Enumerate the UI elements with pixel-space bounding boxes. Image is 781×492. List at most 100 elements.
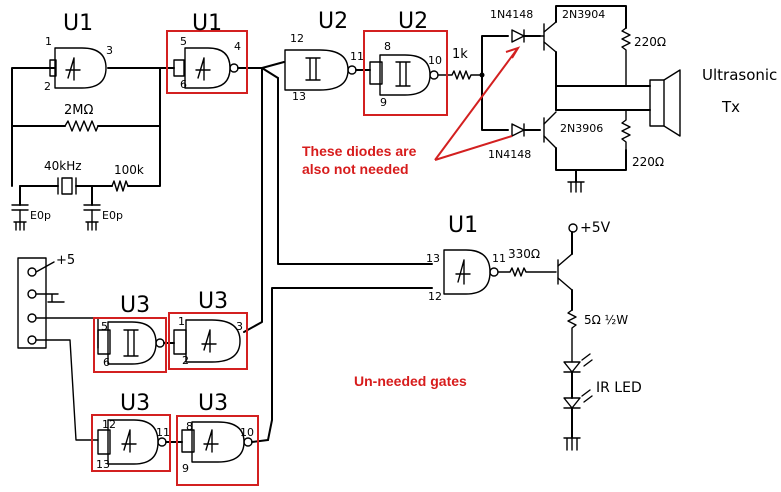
wire-bus-lower [267,287,433,441]
label-diode-top: 1N4148 [490,8,533,21]
gate-u2-b-title: U2 [398,9,428,34]
pin: 13 [426,252,440,265]
gate-u3-c-title: U3 [120,391,150,416]
pin: 9 [380,96,387,109]
highlight-u3c [91,414,171,472]
diode-arrow-bottom [434,135,513,161]
resistor-bottom [621,109,631,151]
label-1k: 1k [452,47,468,62]
label-supply: +5V [580,220,611,236]
label-r-bottom: 220Ω [632,155,664,169]
pin: 12 [290,32,304,45]
highlight-u3d [176,415,259,486]
annotation-diodes-line1: These diodes are [302,143,417,159]
gate-u3-a-title: U3 [120,293,150,318]
diode-top [511,29,541,43]
label-ir-led: IR LED [596,380,642,396]
pin: 1 [45,35,52,48]
gate-u2-b [369,54,439,96]
label-cap-right: E0p [102,209,123,222]
feedback-resistor [64,120,99,132]
resistor-top [621,27,631,87]
gate-u1-c-title: U1 [448,213,478,238]
annotation-unneeded-gates: Un-needed gates [354,373,467,389]
pin: 2 [44,80,51,93]
pin: 6 [103,356,110,369]
label-transducer: Ultrasonic [702,66,777,84]
pin: 4 [234,40,241,53]
label-connector-supply: +5 [56,253,75,268]
label-crystal: 40kHz [44,159,82,173]
cap-left [11,204,29,231]
highlight-u1b [166,30,248,94]
connector [17,257,99,441]
transistor-led [557,223,578,311]
gate-u3-d-title: U3 [198,391,228,416]
pin: 12 [102,418,116,431]
wire-output-node [555,85,641,111]
label-r-led: 5Ω ½W [584,313,628,327]
resistor-base [497,267,557,277]
wire-diode-split [481,35,509,131]
ground-led [563,437,581,451]
label-feedback-resistor: 2MΩ [64,103,93,118]
gate-u2-a [284,49,357,91]
wire-bus-vertical [243,67,433,333]
pin: 9 [182,462,189,475]
oscillator-wiring [11,67,175,206]
gate-u1-b-title: U1 [192,11,222,36]
label-q-bottom: 2N3906 [560,122,603,135]
gate-u1-a-title: U1 [63,11,93,36]
pin: 5 [101,320,108,333]
label-r-base: 330Ω [508,247,540,261]
pin: 3 [106,44,113,57]
highlight-u3a [93,317,167,373]
pin: 11 [492,252,506,265]
label-transducer-sub: Tx [721,98,740,116]
pin: 11 [350,50,364,63]
resistor-led [567,309,577,363]
annotation-diodes-line2: also not needed [302,161,409,177]
label-q-top: 2N3904 [562,8,605,21]
label-diode-bottom: 1N4148 [488,148,531,161]
pin: 5 [180,35,187,48]
pin: 2 [182,354,189,367]
pin: 13 [96,458,110,471]
transistor-top [539,5,627,111]
gate-u3-b-title: U3 [198,289,228,314]
ultrasonic-transducer [625,69,681,137]
gate-u1-a [49,47,107,89]
cap-right [83,204,101,231]
label-100k: 100k [114,163,144,177]
transistor-bottom [543,111,627,183]
pin: 13 [292,90,306,103]
gate-u2-a-title: U2 [318,9,348,34]
ground-driver [567,181,585,193]
gate-u3-b [173,319,241,363]
gate-u3-d [181,421,269,463]
crystal [57,177,77,195]
highlight-u2b [363,30,448,116]
resistor-1k [437,70,485,80]
pin: 12 [428,290,442,303]
pin: 10 [428,54,442,67]
pin: 1 [178,315,185,328]
ir-led-1 [563,353,593,399]
pin: 10 [240,426,254,439]
diode-bottom [511,123,541,137]
pin: 8 [186,420,193,433]
diode-arrow-top [434,46,521,161]
pin: 8 [384,40,391,53]
label-cap-left: E0p [30,209,51,222]
resistor-100k [111,180,129,192]
gate-u1-c [443,249,499,295]
ir-led-2 [563,389,593,439]
pin: 11 [156,426,170,439]
gate-u3-c [97,419,183,465]
highlight-u3b [168,312,248,370]
pin: 3 [236,320,243,333]
pin: 6 [180,78,187,91]
label-r-top: 220Ω [634,35,666,49]
